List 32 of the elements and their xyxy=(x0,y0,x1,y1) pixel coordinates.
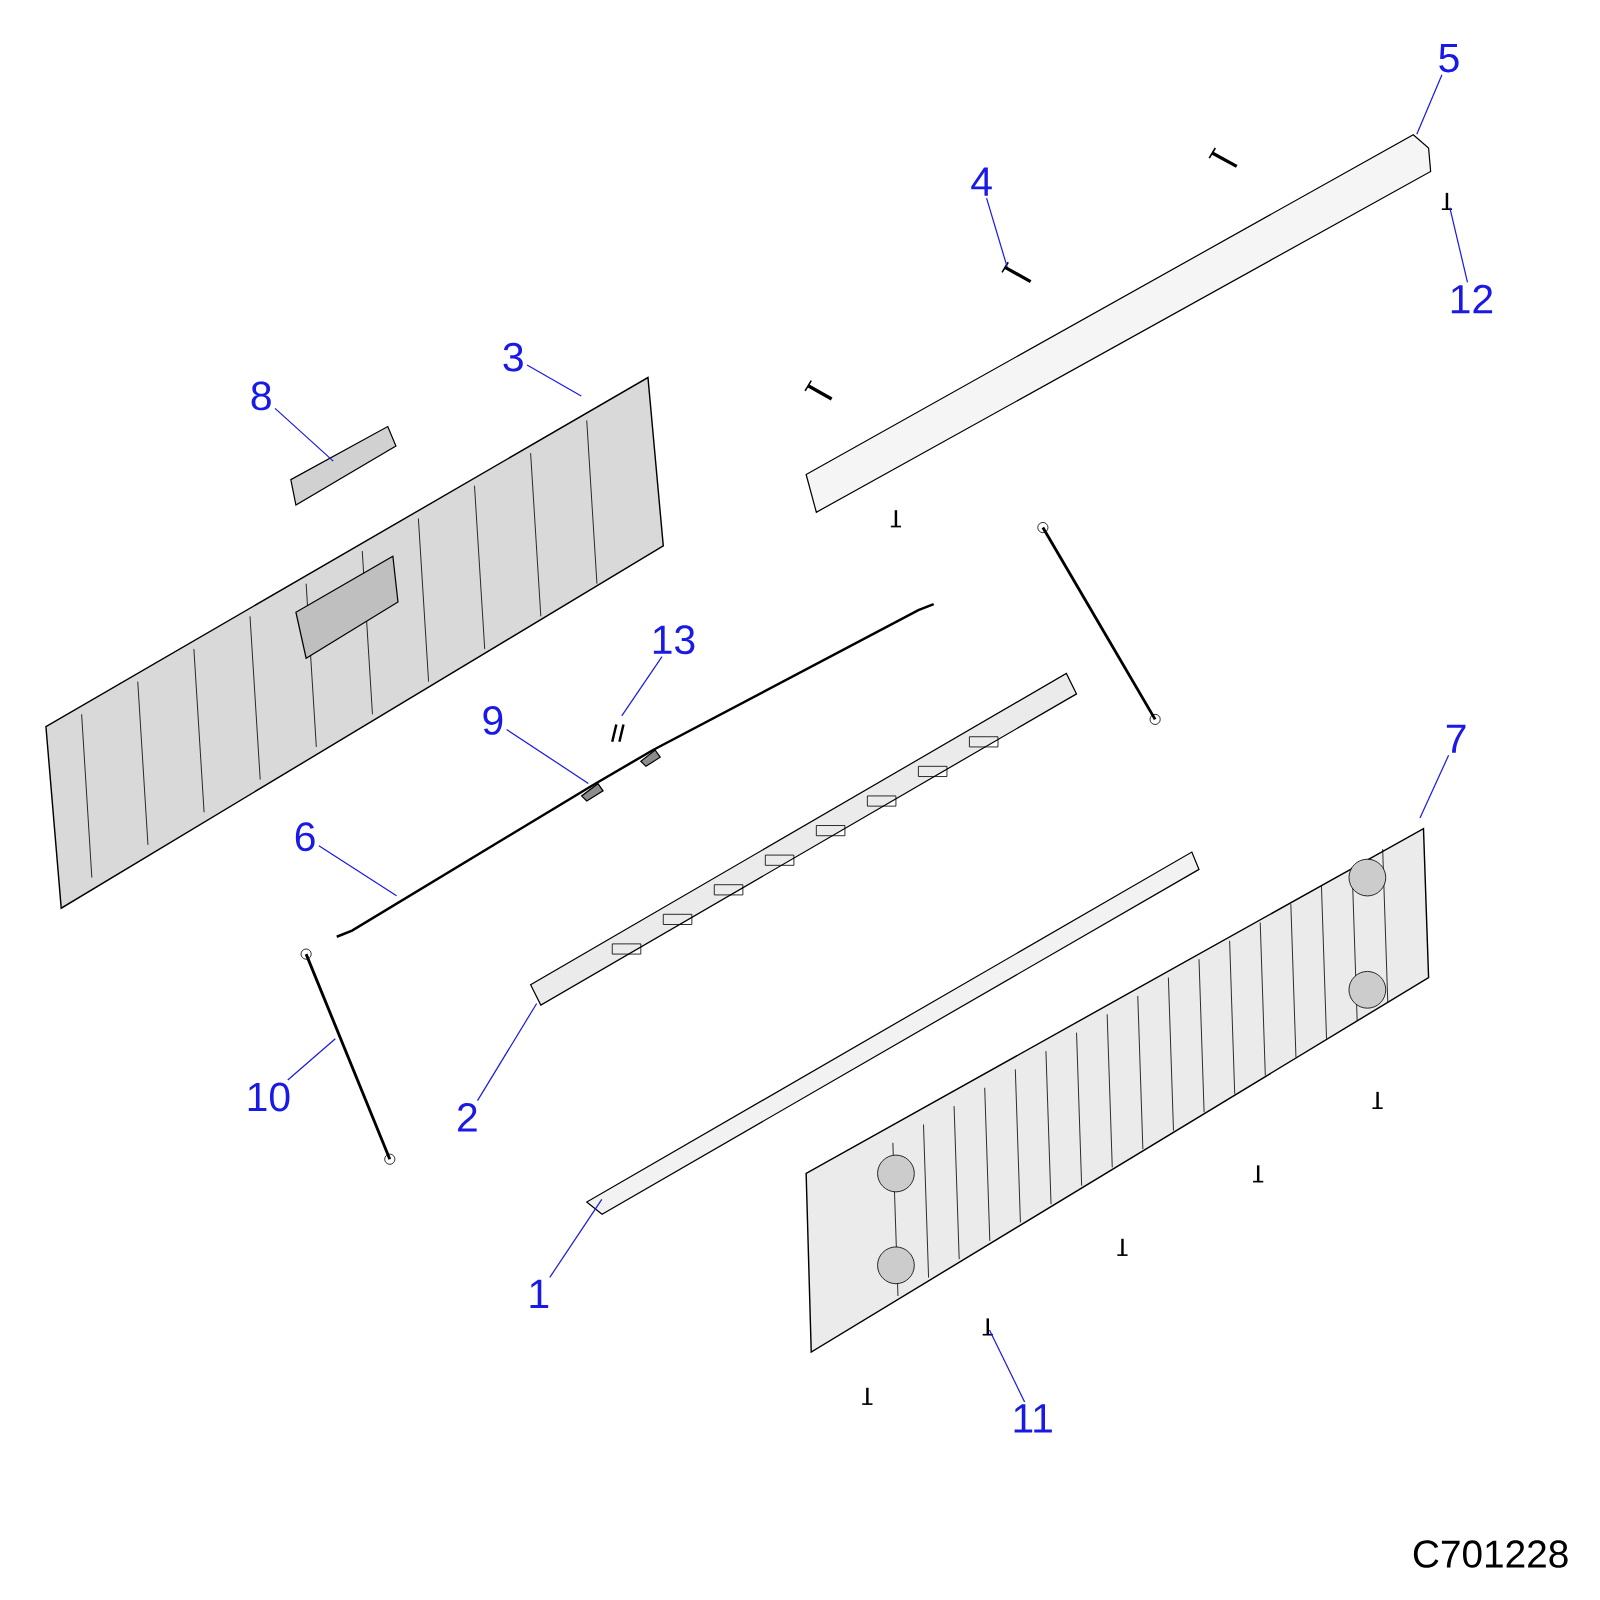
leader-line xyxy=(1449,206,1469,283)
leader-line xyxy=(985,197,1008,268)
pin-drawing xyxy=(1001,261,1032,284)
rod-drawing xyxy=(336,602,935,938)
callout-number: 8 xyxy=(251,381,271,411)
leader-line xyxy=(287,1038,336,1081)
leader-line xyxy=(1416,74,1443,135)
callout-number: 6 xyxy=(295,822,315,852)
leader-line xyxy=(476,1002,538,1102)
screw-drawing xyxy=(1441,192,1453,210)
screw-drawing xyxy=(981,1318,994,1336)
callout-number: 12 xyxy=(1451,284,1493,314)
leader-line xyxy=(621,656,663,717)
leader-line xyxy=(1419,754,1450,819)
drawing-number: C701228 xyxy=(1413,1540,1568,1568)
callout-number: 2 xyxy=(458,1103,477,1132)
callout-number: 7 xyxy=(1446,724,1466,753)
callout-number: 10 xyxy=(248,1082,290,1112)
callout-number: 1 xyxy=(530,1279,549,1308)
callout-number: 4 xyxy=(971,167,992,196)
callout-number: 11 xyxy=(1014,1404,1052,1433)
leader-line xyxy=(526,364,582,397)
cable-drawing xyxy=(300,948,396,1165)
leader-line xyxy=(274,407,334,462)
callout-number: 3 xyxy=(503,342,523,372)
leader-line xyxy=(988,1329,1026,1403)
callout-number: 5 xyxy=(1439,43,1459,73)
leader-line xyxy=(549,1198,603,1278)
leader-line xyxy=(318,845,398,897)
bracket-drawing xyxy=(290,425,397,507)
tailgate-drawing xyxy=(805,827,1430,1354)
leader-line xyxy=(506,728,589,785)
